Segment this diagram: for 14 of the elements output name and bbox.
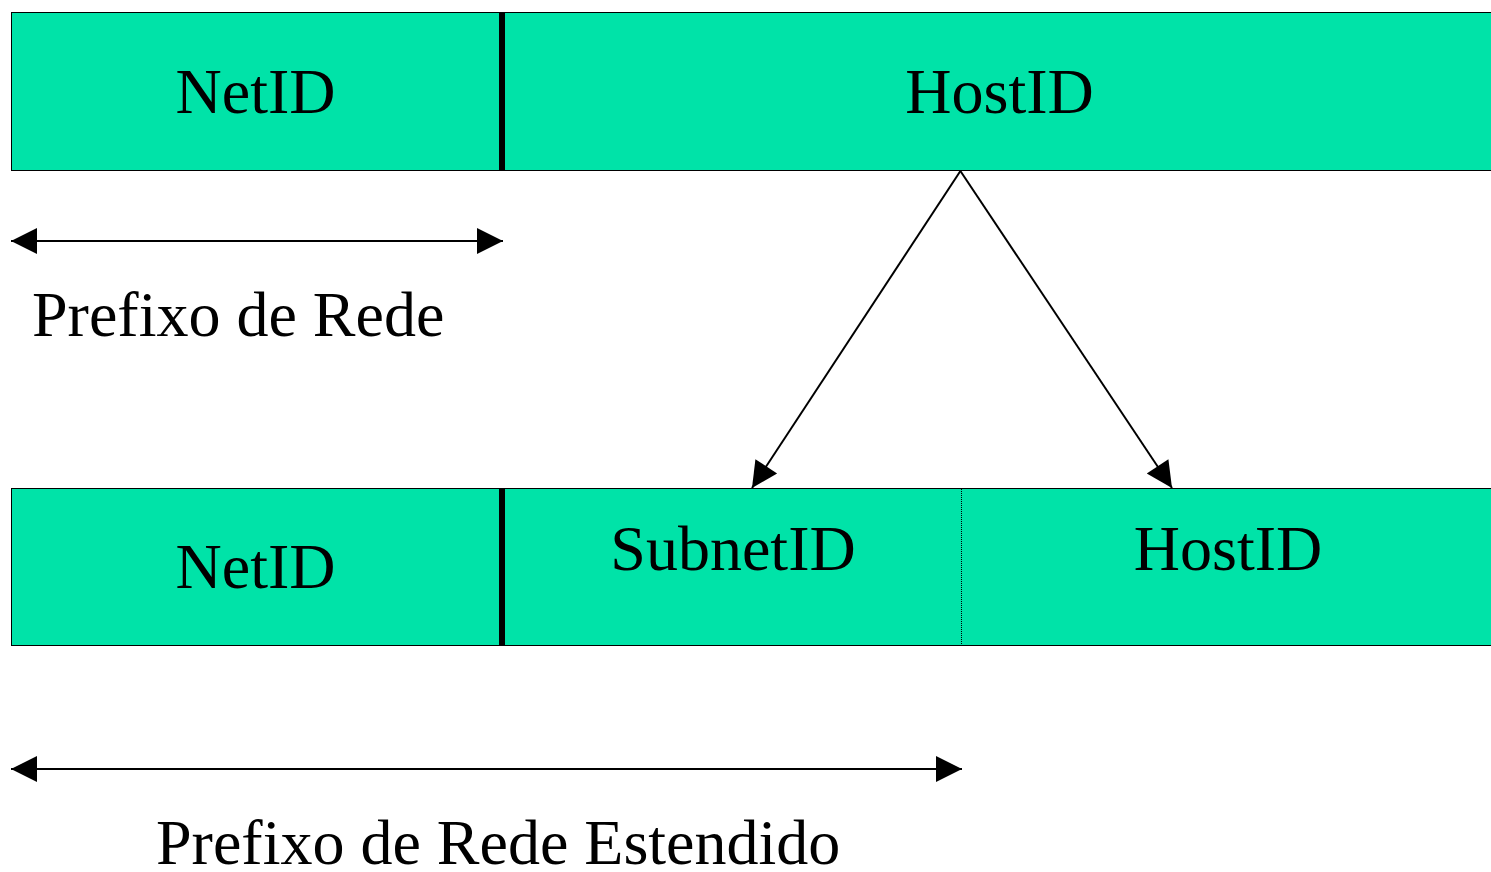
field-box <box>11 488 505 646</box>
field-box <box>962 488 1491 646</box>
field-label: SubnetID <box>610 517 856 581</box>
field-box <box>505 12 1491 171</box>
field-box <box>505 488 962 646</box>
dimension-label: Prefixo de Rede <box>32 283 445 347</box>
arrow <box>751 170 962 489</box>
field-box <box>11 12 505 171</box>
dimension-label: Prefixo de Rede Estendido <box>156 811 841 872</box>
arrow <box>959 170 1173 489</box>
field-label: NetID <box>175 59 336 124</box>
field-label: NetID <box>175 535 336 599</box>
field-label: HostID <box>1133 517 1323 581</box>
field-label: HostID <box>905 59 1094 124</box>
